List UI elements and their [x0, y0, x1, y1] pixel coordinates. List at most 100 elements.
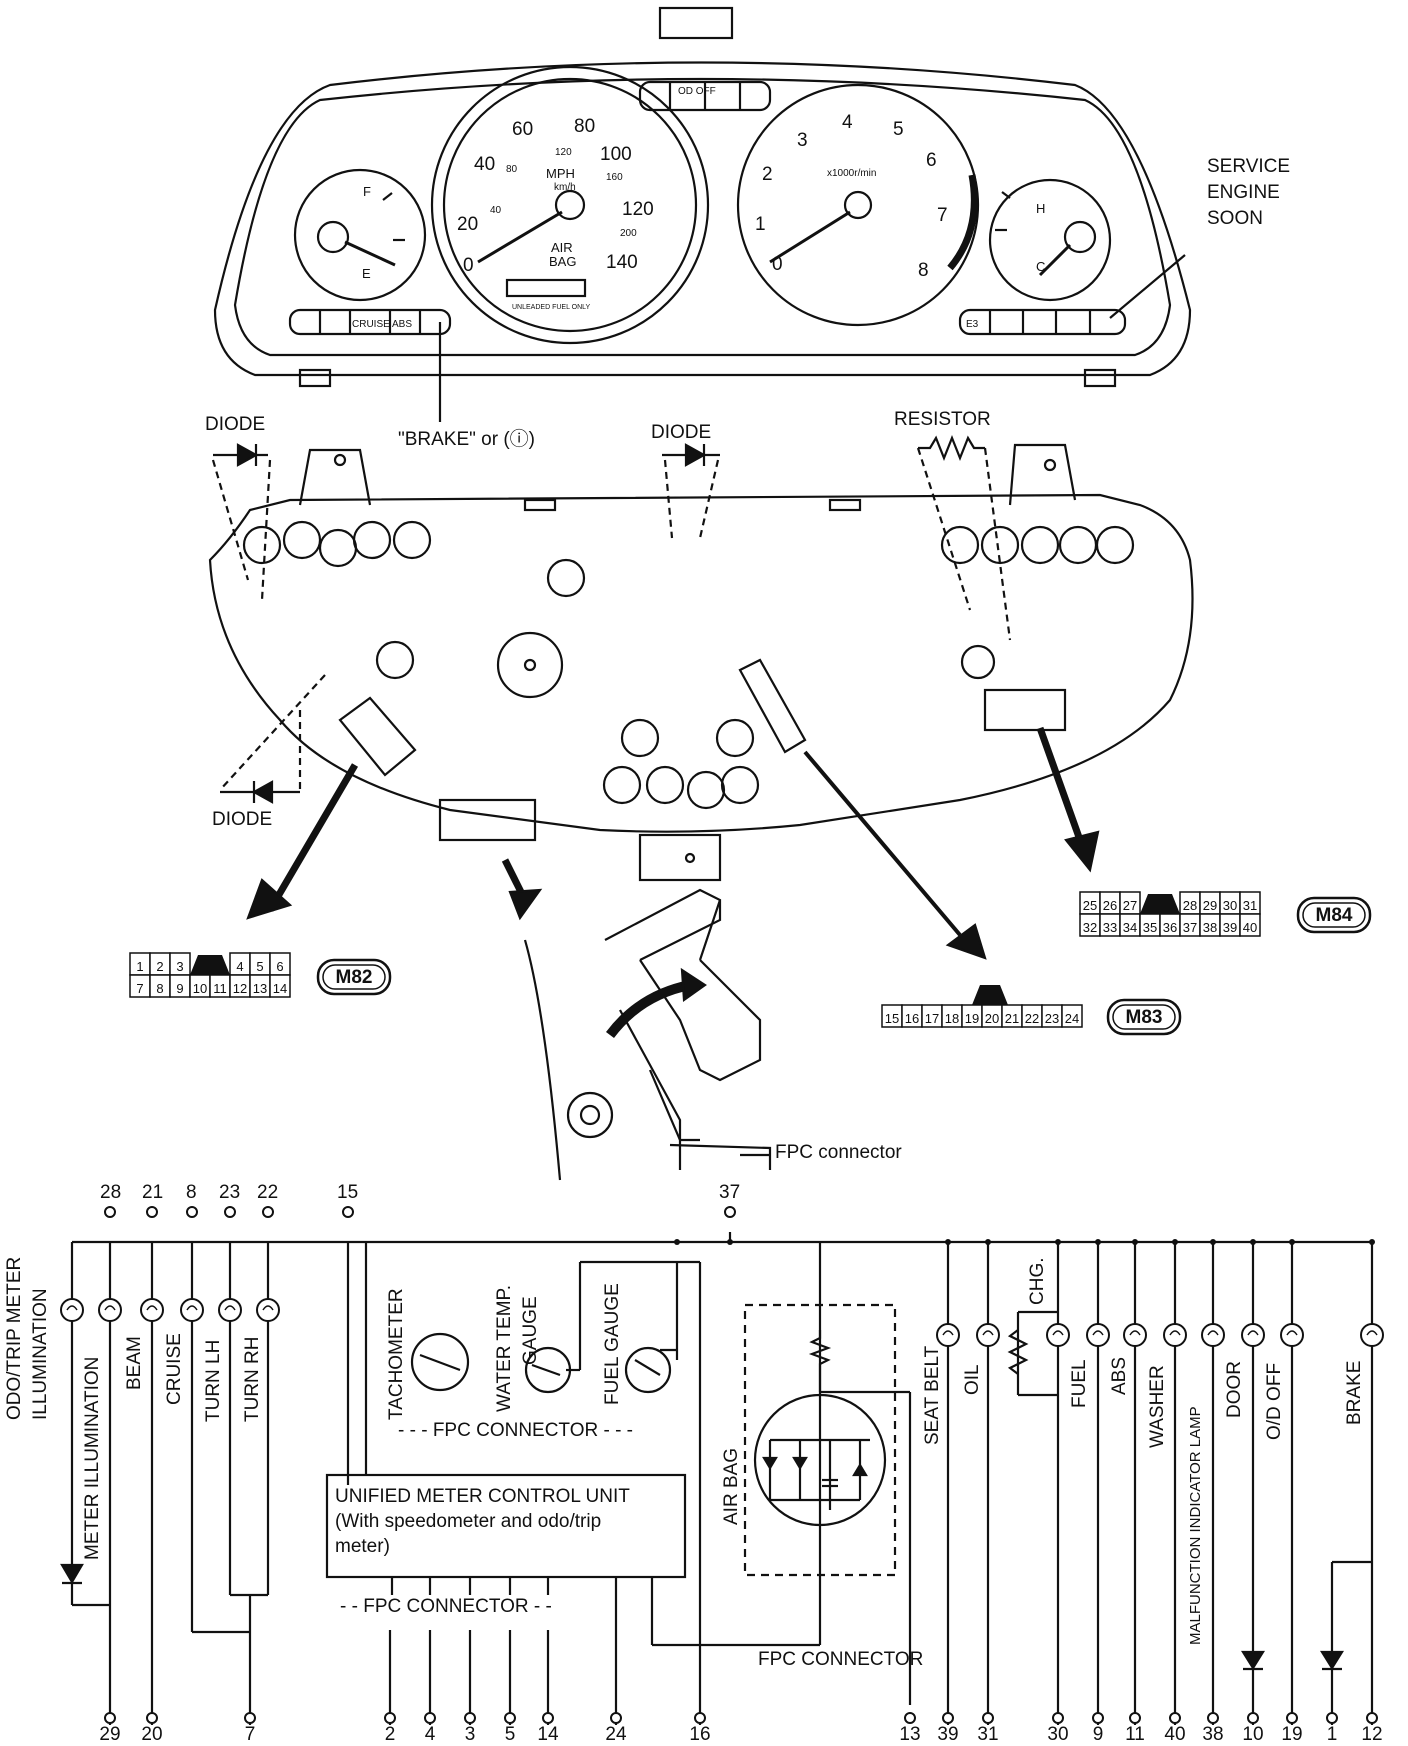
- bottom-pin-31: 31: [977, 1724, 998, 1745]
- speed-unit-sub: km/h: [554, 182, 576, 193]
- gauge-water-temp: WATER TEMP.: [494, 1285, 515, 1412]
- junction-dot: [1172, 1239, 1178, 1245]
- m83-key: [972, 985, 1008, 1005]
- speed-kmh-120: 120: [555, 147, 572, 158]
- bulb-symbol: [936, 1323, 960, 1347]
- fpc-connector-detail: [523, 888, 772, 1181]
- bottom-pin-2: 2: [385, 1724, 396, 1745]
- tach-7: 7: [937, 205, 948, 226]
- speed-zero: 0: [463, 255, 474, 276]
- bulb-symbol: [1123, 1323, 1147, 1347]
- m83-pin-21: 21: [1005, 1011, 1019, 1026]
- terminal-bottom: [610, 1712, 622, 1724]
- airbag-line2: BAG: [549, 254, 576, 269]
- fpc-detail-label: FPC connector: [775, 1142, 902, 1163]
- bulb-filament: [1092, 1330, 1104, 1336]
- speed-kmh-40: 40: [490, 205, 502, 216]
- bottom-pin-4: 4: [425, 1724, 436, 1745]
- schematic-text: 28 21 8 23 22 15 37 ODO/TRIP METER ILLUM…: [4, 1182, 1365, 1670]
- tach-6: 6: [926, 150, 937, 171]
- m82-key: [190, 955, 230, 975]
- bottom-pin-24: 24: [605, 1724, 627, 1745]
- service-callout-1: SERVICE: [1207, 156, 1290, 177]
- bottom-pin-20: 20: [141, 1724, 162, 1745]
- junction-dot: [1055, 1239, 1061, 1245]
- connector-badge-M82: [316, 958, 392, 996]
- m83-pin-18: 18: [945, 1011, 959, 1026]
- bulb-filament: [1366, 1330, 1378, 1336]
- junction-dot: [985, 1239, 991, 1245]
- connector-name-M83: M83: [1126, 1007, 1163, 1028]
- temp-cold: C: [1036, 259, 1045, 274]
- right-door: DOOR: [1224, 1361, 1245, 1418]
- tach-2: 2: [762, 164, 773, 185]
- terminal-bottom: [384, 1712, 396, 1724]
- bottom-pin-11: 11: [1125, 1724, 1145, 1745]
- bulb-symbol: [98, 1298, 122, 1322]
- m82-pin-4: 4: [236, 959, 243, 974]
- bulb-symbol: [1046, 1323, 1070, 1347]
- bottom-pin-30: 30: [1047, 1724, 1068, 1745]
- m82-pin-6: 6: [276, 959, 283, 974]
- bulb-symbol: [256, 1298, 280, 1322]
- bulb-symbol: [60, 1298, 84, 1322]
- bottom-pin-19: 19: [1281, 1724, 1302, 1745]
- top-pin-37: 37: [719, 1182, 740, 1203]
- tach-8: 8: [918, 260, 929, 281]
- bulb-filament: [1247, 1330, 1259, 1336]
- connector-name-M82: M82: [336, 967, 373, 988]
- speed-unit: MPH: [546, 166, 575, 181]
- right-seat-belt: SEAT BELT: [922, 1345, 943, 1445]
- airbag-label: AIR BAG: [721, 1448, 742, 1525]
- gauge-fuel: FUEL GAUGE: [602, 1283, 623, 1405]
- bulb-filament: [1207, 1330, 1219, 1336]
- terminal-top: [224, 1206, 236, 1218]
- m84-cell-40: [1239, 913, 1261, 937]
- tach-5: 5: [893, 119, 904, 140]
- lamp-symbols: [60, 1298, 1384, 1347]
- e3-indicator: E3: [966, 319, 979, 330]
- right-abs: ABS: [1109, 1357, 1130, 1395]
- bulb-filament: [942, 1330, 954, 1336]
- bulb-symbol: [1201, 1323, 1225, 1347]
- m83-pin-16: 16: [905, 1011, 919, 1026]
- service-callout-2: ENGINE: [1207, 182, 1280, 203]
- speed-mph-80: 80: [574, 116, 595, 137]
- right-od-off: O/D OFF: [1264, 1363, 1285, 1440]
- m84-pin-38: 38: [1203, 920, 1217, 935]
- terminal-bottom: [1092, 1712, 1104, 1724]
- bulb-filament: [982, 1330, 994, 1336]
- terminal-bottom: [244, 1712, 256, 1724]
- lamp-turn-rh: TURN RH: [242, 1337, 263, 1423]
- bulb-symbol: [1360, 1323, 1384, 1347]
- bottom-pin-1: 1: [1327, 1724, 1338, 1745]
- junction-dot: [1289, 1239, 1295, 1245]
- terminal-bottom: [146, 1712, 158, 1724]
- bulb-symbol: [218, 1298, 242, 1322]
- m84-pin-37: 37: [1183, 920, 1197, 935]
- lamp-cruise: CRUISE: [164, 1333, 185, 1405]
- cruise-indicator: CRUISE: [352, 319, 390, 330]
- bulb-symbol: [1280, 1323, 1304, 1347]
- m83-cell-24: [1061, 1004, 1083, 1028]
- bottom-pin-7: 7: [245, 1724, 256, 1745]
- m83-pin-15: 15: [885, 1011, 899, 1026]
- junction-dot: [1369, 1239, 1375, 1245]
- bottom-pin-5: 5: [505, 1724, 516, 1745]
- connector-badge-inner: [1112, 1004, 1176, 1030]
- fpc-connector-right: FPC CONNECTOR: [758, 1649, 923, 1670]
- bottom-pin-16: 16: [689, 1724, 710, 1745]
- right-fuel: FUEL: [1069, 1359, 1090, 1408]
- pin-terminals: [104, 1206, 1378, 1724]
- control-unit-line1: UNIFIED METER CONTROL UNIT: [335, 1486, 630, 1507]
- schematic: [60, 1232, 1374, 1725]
- speed-mph-100: 100: [600, 144, 632, 165]
- lamp-beam: BEAM: [124, 1336, 145, 1390]
- terminal-bottom: [504, 1712, 516, 1724]
- connector-badge-inner: [322, 964, 386, 990]
- bulb-filament: [1286, 1330, 1298, 1336]
- connector-name-M84: M84: [1316, 905, 1353, 926]
